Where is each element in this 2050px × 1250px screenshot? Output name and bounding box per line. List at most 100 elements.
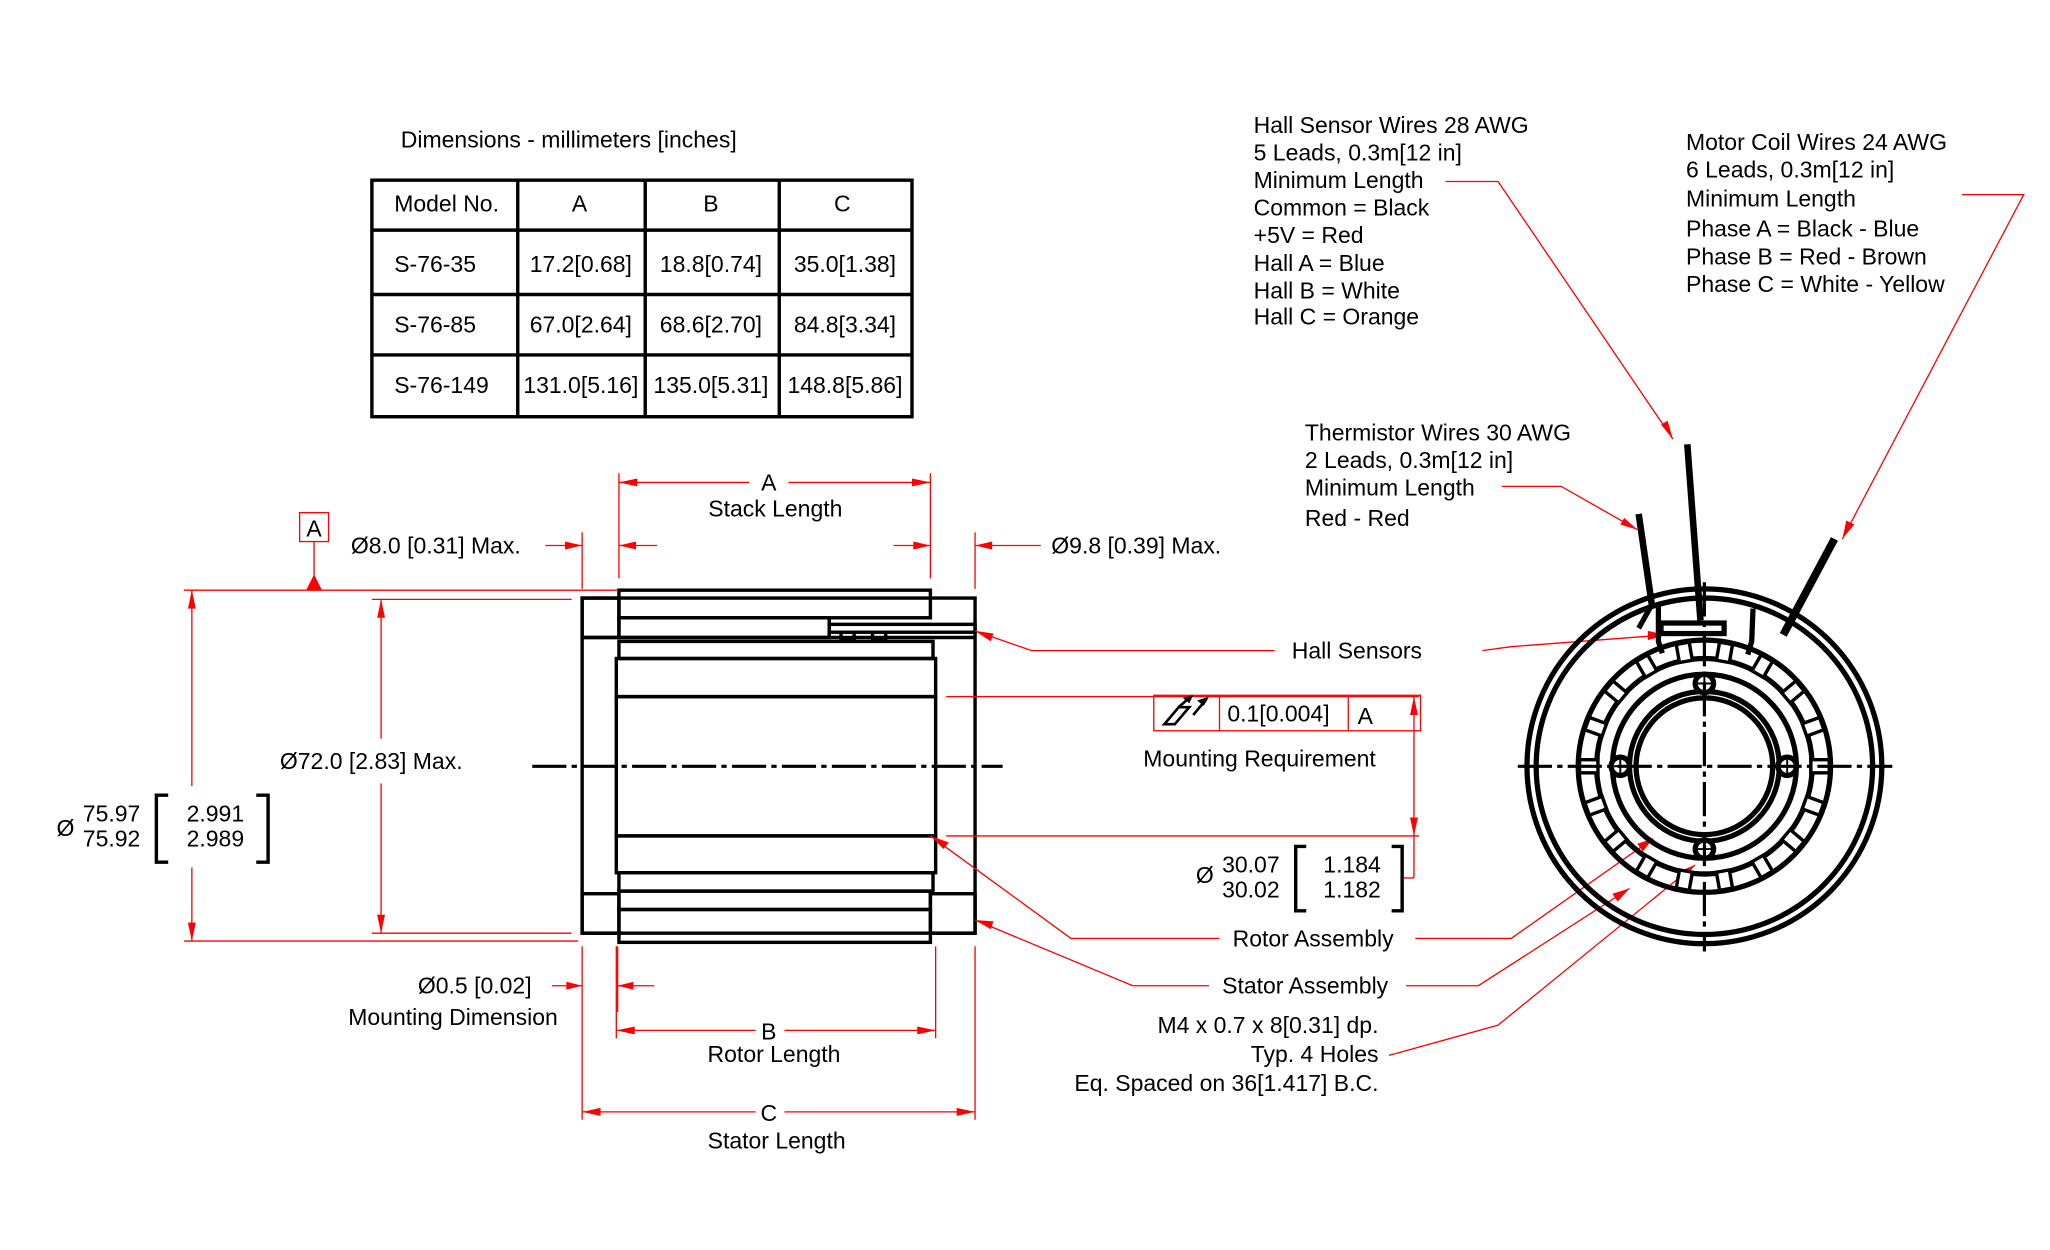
hall-wire-note: Hall Sensor Wires 28 AWG 5 Leads, 0.3m[1…	[1254, 112, 1674, 440]
stator-slot	[1799, 715, 1827, 739]
hall-wire-line: Hall Sensor Wires 28 AWG	[1254, 112, 1529, 138]
stator-slot	[1799, 794, 1827, 818]
dim-c-label: Stator Length	[708, 1128, 846, 1154]
hall-wire-line: Minimum Length	[1254, 167, 1424, 193]
rotor-magnet-bottom	[617, 871, 935, 893]
shaft-right-dia: Ø9.8 [0.39] Max.	[1051, 532, 1221, 558]
bore-dia-max-mm: 30.07	[1222, 852, 1280, 878]
table-cell: 135.0[5.31]	[653, 372, 768, 398]
stator-slot	[1633, 852, 1660, 880]
hall-wire-line: +5V = Red	[1254, 222, 1364, 248]
stator-slot	[1674, 867, 1695, 893]
motor-wire-line: Motor Coil Wires 24 AWG	[1686, 129, 1947, 155]
dim-b-letter: B	[761, 1019, 776, 1045]
motor-wire-bundle	[1779, 537, 1838, 637]
table-header: A	[572, 191, 588, 217]
table-row: S-76-85 67.0[2.64] 68.6[2.70] 84.8[3.34]	[394, 312, 896, 338]
hall-sensors-label: Hall Sensors	[1292, 638, 1422, 664]
callouts: Hall Sensors 0.1[0.004] A Mounting Requi…	[929, 630, 1696, 1096]
inner-dia: Ø72.0 [2.83] Max.	[280, 748, 463, 774]
holes-count: Typ. 4 Holes	[1251, 1041, 1379, 1067]
motor-wire-line: Phase C = White - Yellow	[1686, 271, 1945, 297]
hall-wire-bundle	[1684, 444, 1704, 621]
hall-wire-line: Hall B = White	[1254, 277, 1400, 303]
tolerance-datum: A	[1358, 703, 1374, 729]
rotor-hub-top	[614, 656, 938, 699]
hall-wire-line: Hall A = Blue	[1254, 250, 1385, 276]
table-header: Model No.	[394, 191, 499, 217]
tolerance-frame	[1153, 694, 1422, 732]
table-cell: 67.0[2.64]	[530, 312, 632, 338]
table-cell: 131.0[5.16]	[523, 372, 638, 398]
table-cell: 17.2[0.68]	[530, 251, 632, 277]
table-header: C	[834, 191, 851, 217]
table-row: S-76-149 131.0[5.16] 135.0[5.31] 148.8[5…	[394, 372, 902, 398]
table-cell: S-76-35	[394, 251, 476, 277]
table-cell: 84.8[3.34]	[794, 312, 896, 338]
stator-slot	[1602, 678, 1630, 706]
stator-stack-top	[617, 588, 933, 620]
motor-wire-line: Phase B = Red - Brown	[1686, 243, 1927, 269]
total-runout-icon	[1161, 695, 1209, 726]
table-title: Dimensions - millimeters [inches]	[401, 126, 737, 152]
outer-dia-symbol: Ø	[57, 815, 75, 841]
stator-slot	[1674, 640, 1695, 665]
thermistor-wire-line: 2 Leads, 0.3m[12 in]	[1305, 447, 1513, 473]
motor-wire-line: 6 Leads, 0.3m[12 in]	[1686, 157, 1894, 183]
dim-a-letter: A	[761, 469, 777, 495]
stator-slot	[1633, 652, 1660, 680]
rotor-assembly-label: Rotor Assembly	[1233, 925, 1394, 951]
table-cell: S-76-85	[394, 312, 476, 338]
table-cell: 148.8[5.86]	[787, 372, 902, 398]
end-view	[1517, 444, 1893, 952]
rotor-hub-bottom	[614, 834, 938, 875]
stator-slot	[1749, 852, 1775, 880]
thermistor-wire-line: Minimum Length	[1305, 475, 1475, 501]
datum-triangle	[306, 574, 322, 591]
dim-a-label: Stack Length	[708, 496, 842, 522]
outer-dia-max-in: 2.991	[187, 800, 245, 826]
stator-assembly-label: Stator Assembly	[1222, 973, 1389, 999]
hall-sensor-board	[1658, 620, 1727, 637]
stator-slot	[1582, 715, 1609, 739]
hall-sensor-board	[827, 622, 977, 634]
table-cell: S-76-149	[394, 372, 489, 398]
dimensions-table: Dimensions - millimeters [inches] Model …	[370, 126, 914, 419]
outer-dia-min-in: 2.989	[187, 825, 245, 851]
holes-thread: M4 x 0.7 x 8[0.31] dp.	[1157, 1012, 1378, 1038]
side-view	[532, 588, 1003, 945]
mounting-dim-label: Mounting Dimension	[348, 1004, 558, 1030]
outer-dia-min-mm: 75.92	[83, 825, 141, 851]
holes-bolt-circle: Eq. Spaced on 36[1.417] B.C.	[1074, 1070, 1378, 1096]
bore-dia-min-in: 1.182	[1323, 877, 1381, 903]
dim-c-letter: C	[760, 1100, 777, 1126]
stator-slot	[1602, 827, 1630, 854]
motor-wire-line: Phase A = Black - Blue	[1686, 216, 1919, 242]
mounting-dim-value: Ø0.5 [0.02]	[418, 973, 532, 999]
stator-slot	[1779, 678, 1807, 706]
motor-wire-line: Minimum Length	[1686, 185, 1856, 211]
bore-dia-symbol: Ø	[1196, 862, 1214, 888]
dim-b-label: Rotor Length	[708, 1041, 841, 1067]
table-cell: 18.8[0.74]	[660, 251, 762, 277]
stator-slot	[1749, 652, 1775, 680]
thermistor-wire-line: Thermistor Wires 30 AWG	[1305, 419, 1571, 445]
tolerance-value: 0.1[0.004]	[1227, 701, 1329, 727]
datum-a-letter: A	[306, 515, 322, 541]
bore-dia-max-in: 1.184	[1323, 852, 1381, 878]
mounting-requirement-label: Mounting Requirement	[1143, 745, 1376, 771]
hall-wire-line: Common = Black	[1254, 195, 1430, 221]
stator-slot	[1714, 867, 1735, 893]
hall-wire-line: 5 Leads, 0.3m[12 in]	[1254, 139, 1462, 165]
outer-dia-max-mm: 75.97	[83, 800, 141, 826]
thermistor-wire	[1635, 513, 1656, 606]
table-border	[370, 178, 914, 419]
rotor-magnet-top	[617, 639, 935, 661]
table-row: S-76-35 17.2[0.68] 18.8[0.74] 35.0[1.38]	[394, 251, 896, 277]
stator-slot	[1779, 827, 1807, 854]
table-cell: 35.0[1.38]	[794, 251, 896, 277]
hall-wire-line: Hall C = Orange	[1254, 304, 1419, 330]
stator-slot	[1582, 794, 1609, 818]
shaft-left-dia: Ø8.0 [0.31] Max.	[351, 532, 521, 558]
